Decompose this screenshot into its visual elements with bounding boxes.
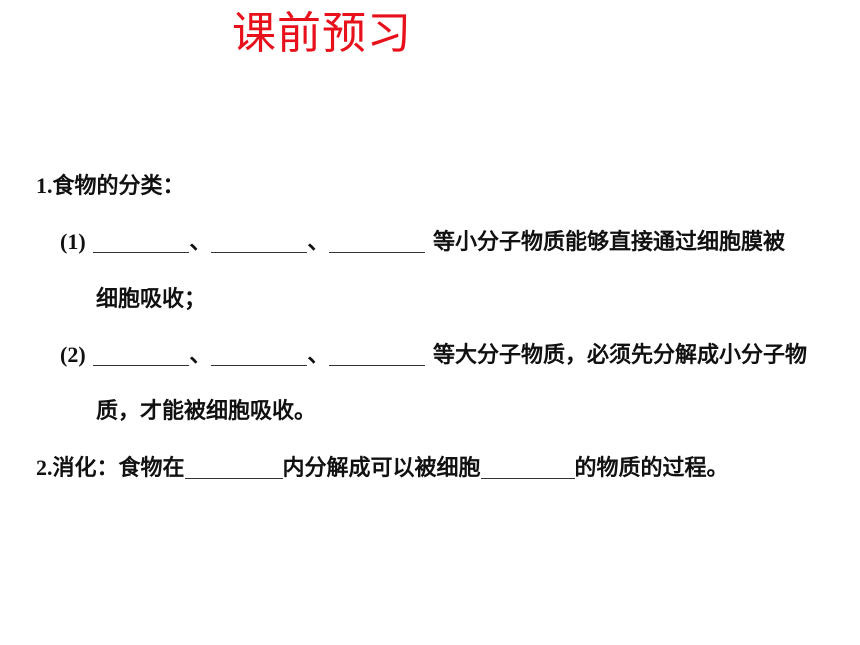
answer-blank[interactable]: [329, 364, 426, 366]
answer-blank[interactable]: [329, 251, 426, 253]
answer-blank[interactable]: [184, 477, 283, 479]
question-text: 食物的分类：: [52, 174, 185, 199]
question-1-part-1-continuation: 细胞吸收；: [96, 287, 207, 312]
question-1-heading: 1.食物的分类：: [36, 170, 185, 203]
question-text-mid: 内分解成可以被细胞: [282, 456, 481, 481]
answer-blank[interactable]: [480, 477, 575, 479]
answer-blank[interactable]: [211, 251, 308, 253]
page-title: 课前预习: [232, 8, 412, 59]
part-label: (1): [60, 229, 86, 254]
question-1-part-2-continuation: 质，才能被细胞吸收。: [96, 399, 317, 424]
separator: 、: [307, 343, 330, 368]
question-2: 2.消化：食物在 内分解成可以被细胞 的物质的过程。: [36, 452, 729, 485]
part-label: (2): [60, 342, 86, 367]
answer-blank[interactable]: [211, 364, 308, 366]
question-text-post: 的物质的过程。: [574, 456, 729, 481]
question-number: 1.: [36, 173, 53, 198]
part-text: 等大分子物质，必须先分解成小分子物: [433, 343, 808, 368]
question-1-part-2: (2) 、 、 等大分子物质，必须先分解成小分子物: [60, 339, 807, 372]
answer-blank[interactable]: [93, 251, 190, 253]
question-1-part-1: (1) 、 、 等小分子物质能够直接通过细胞膜被: [60, 226, 785, 259]
answer-blank[interactable]: [93, 364, 190, 366]
question-text-pre: 消化：食物在: [52, 456, 185, 481]
separator: 、: [189, 230, 212, 255]
separator: 、: [307, 230, 330, 255]
part-text: 等小分子物质能够直接通过细胞膜被: [433, 230, 786, 255]
question-number: 2.: [36, 455, 53, 480]
separator: 、: [189, 343, 212, 368]
